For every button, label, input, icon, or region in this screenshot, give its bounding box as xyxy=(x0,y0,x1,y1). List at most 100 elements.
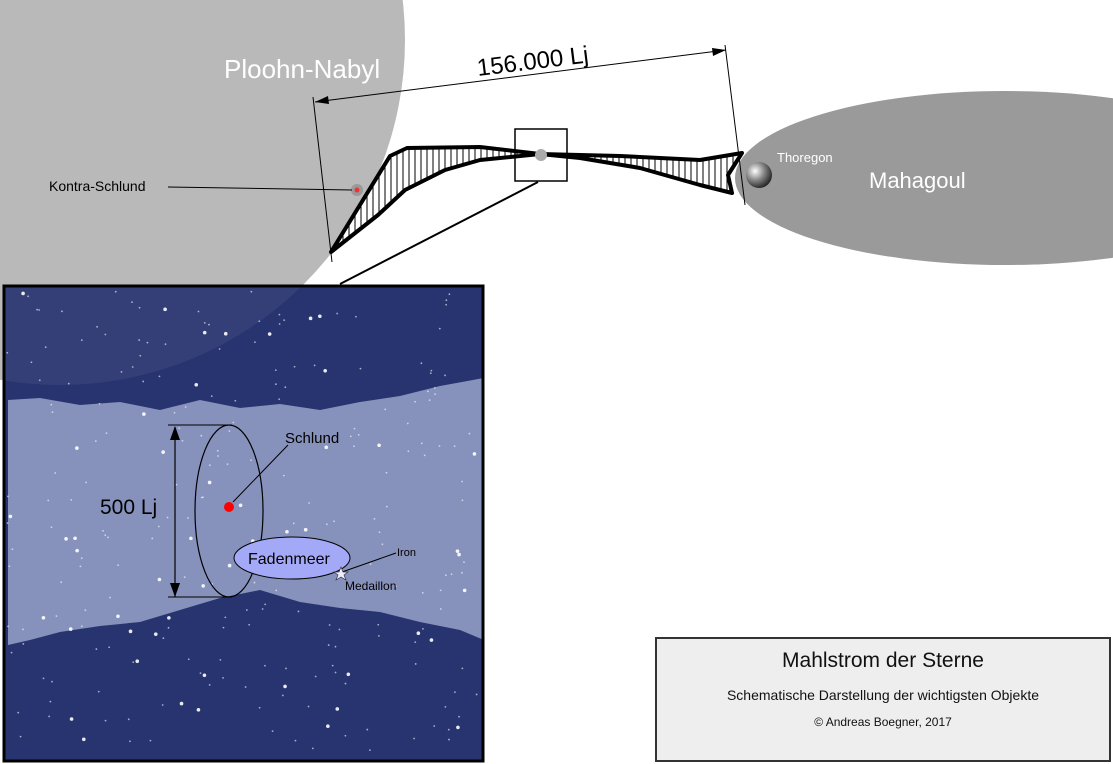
star xyxy=(353,445,355,448)
star xyxy=(238,503,243,508)
star xyxy=(282,474,285,477)
star xyxy=(48,715,51,718)
star xyxy=(207,480,212,485)
label-schlund: Schlund xyxy=(285,430,339,447)
star xyxy=(232,421,235,424)
star xyxy=(116,614,120,619)
star xyxy=(203,321,206,324)
star xyxy=(355,315,357,318)
maelstrom-left-arm xyxy=(329,145,542,254)
star xyxy=(369,749,371,751)
schlund-leader-line xyxy=(232,444,289,503)
star xyxy=(68,627,73,631)
star xyxy=(394,585,397,587)
star xyxy=(219,658,222,661)
star xyxy=(248,623,251,626)
star xyxy=(438,327,441,330)
star xyxy=(453,445,456,448)
star xyxy=(461,480,464,483)
star xyxy=(199,672,202,675)
star xyxy=(333,520,335,523)
star xyxy=(455,549,460,553)
star xyxy=(311,747,314,750)
star xyxy=(30,361,33,364)
star xyxy=(55,615,58,617)
star xyxy=(117,564,120,567)
star xyxy=(274,369,277,372)
star xyxy=(41,615,46,620)
inset-view xyxy=(4,286,483,761)
star xyxy=(70,498,73,501)
star xyxy=(7,625,9,628)
star xyxy=(217,455,219,457)
star xyxy=(258,320,261,323)
star xyxy=(8,514,13,519)
star xyxy=(283,319,286,321)
kontra-schlund-dot xyxy=(354,187,360,193)
star xyxy=(326,523,328,526)
star xyxy=(208,464,211,467)
star xyxy=(226,463,229,466)
star xyxy=(258,706,261,709)
star xyxy=(461,667,464,670)
star xyxy=(377,443,381,448)
star xyxy=(173,411,176,414)
star xyxy=(51,411,54,414)
star xyxy=(457,552,461,557)
star xyxy=(377,634,380,637)
star xyxy=(307,705,310,708)
star xyxy=(127,718,130,721)
star xyxy=(385,505,388,508)
star xyxy=(428,399,431,402)
star xyxy=(36,308,38,311)
star xyxy=(359,367,362,370)
star xyxy=(224,616,227,619)
star xyxy=(444,574,447,577)
star xyxy=(132,661,135,664)
star xyxy=(344,734,347,737)
star xyxy=(60,581,63,584)
star xyxy=(234,399,237,402)
star xyxy=(433,387,436,389)
star xyxy=(158,375,161,378)
arrowhead-up xyxy=(170,426,180,440)
star xyxy=(338,628,341,631)
diagram-copyright: © Andreas Boegner, 2017 xyxy=(814,715,952,729)
star xyxy=(161,450,165,454)
dimension-extension-left xyxy=(312,96,333,263)
star xyxy=(429,638,434,642)
star xyxy=(227,563,232,568)
star xyxy=(472,452,477,456)
star xyxy=(253,581,256,584)
star xyxy=(416,631,421,636)
title-box: Mahlstrom der Sterne Schematische Darste… xyxy=(655,637,1111,762)
star xyxy=(194,382,199,387)
star xyxy=(344,682,347,685)
star xyxy=(38,379,41,382)
star xyxy=(444,374,446,377)
star xyxy=(79,565,82,568)
star xyxy=(308,502,310,504)
star xyxy=(75,548,79,553)
star xyxy=(284,386,287,389)
star xyxy=(278,323,281,325)
star xyxy=(8,565,11,568)
star xyxy=(164,343,167,346)
diagram-subtitle: Schematische Darstellung der wichtigsten… xyxy=(726,687,1040,703)
star xyxy=(161,704,164,706)
star xyxy=(303,527,308,532)
star xyxy=(218,348,221,350)
star xyxy=(67,382,70,385)
star xyxy=(314,675,317,678)
star xyxy=(135,659,140,664)
star xyxy=(50,526,53,529)
label-kontra-schlund: Kontra-Schlund xyxy=(49,178,146,194)
star xyxy=(336,312,339,315)
star xyxy=(216,449,219,452)
star xyxy=(271,730,274,733)
star xyxy=(313,364,316,367)
star xyxy=(96,325,99,328)
star xyxy=(430,369,433,372)
star xyxy=(108,646,111,649)
star xyxy=(385,471,388,474)
